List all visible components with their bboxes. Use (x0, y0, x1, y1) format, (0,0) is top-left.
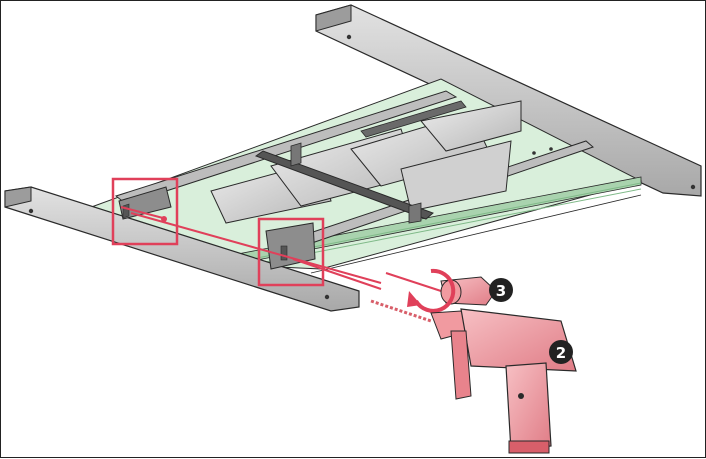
front-frame-rail (4, 186, 360, 312)
support-bar (254, 100, 467, 224)
callout-right-bracket (257, 217, 325, 287)
rotate-arrow-icon (407, 268, 456, 313)
step-badge-screwdriver: 3 (489, 278, 513, 302)
step-badge-drill: 2 (549, 340, 573, 364)
right-bracket (265, 222, 316, 270)
louver-slats (210, 100, 522, 224)
screwdriver-icon (385, 272, 497, 306)
step-number-2: 2 (556, 344, 566, 362)
step-number-3: 3 (496, 282, 506, 300)
back-frame-rail (315, 4, 702, 197)
power-drill-icon (370, 299, 577, 454)
callout-left-bracket (111, 177, 179, 246)
screw-marker (161, 216, 167, 222)
tool-guide-lines (120, 206, 382, 290)
